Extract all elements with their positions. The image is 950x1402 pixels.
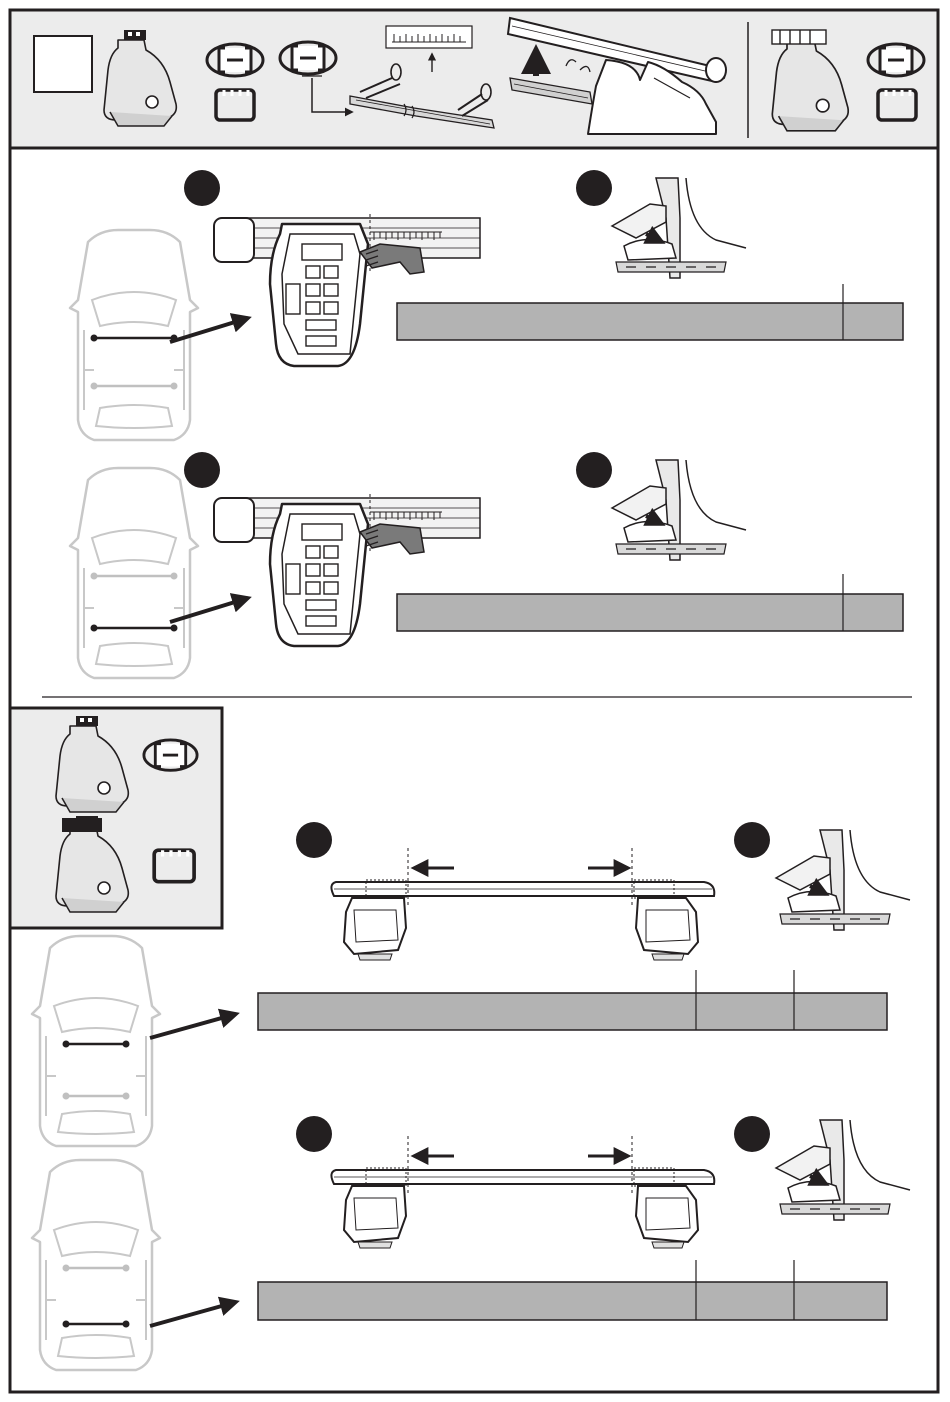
bar-two-feet xyxy=(331,1136,714,1248)
measurement-band xyxy=(258,1282,887,1320)
car-topview-front xyxy=(70,230,198,440)
step-marker-clamp xyxy=(576,452,612,488)
measurement-band xyxy=(397,594,903,631)
clamp-detail xyxy=(612,178,746,278)
rear-bar-section-1 xyxy=(70,452,903,678)
step-marker-bar xyxy=(296,1116,332,1152)
clamp-detail xyxy=(612,460,746,560)
pointer-arrow xyxy=(170,598,248,622)
pointer-arrow xyxy=(150,1302,236,1326)
front-bar-section-1 xyxy=(70,170,903,440)
bar-two-feet xyxy=(331,848,714,960)
alternate-parts-panel xyxy=(10,708,222,928)
rear-bar-section-2 xyxy=(32,1116,910,1370)
clamp-detail xyxy=(776,1120,910,1220)
step-marker-bar xyxy=(184,170,220,206)
step-box xyxy=(34,36,92,92)
step-marker-bar xyxy=(184,452,220,488)
measurement-band xyxy=(258,993,887,1030)
pointer-arrow xyxy=(150,1014,236,1038)
bar-foot-closeup xyxy=(214,214,480,366)
measurement-band xyxy=(397,303,903,340)
step-marker-clamp xyxy=(734,1116,770,1152)
pointer-arrow xyxy=(170,318,248,342)
car-topview-front xyxy=(32,936,160,1146)
step-marker-bar xyxy=(296,822,332,858)
car-topview-rear xyxy=(70,468,198,678)
clamp-detail xyxy=(776,830,910,930)
car-topview-rear xyxy=(32,1160,160,1370)
step-marker-clamp xyxy=(734,822,770,858)
step-marker-clamp xyxy=(576,170,612,206)
